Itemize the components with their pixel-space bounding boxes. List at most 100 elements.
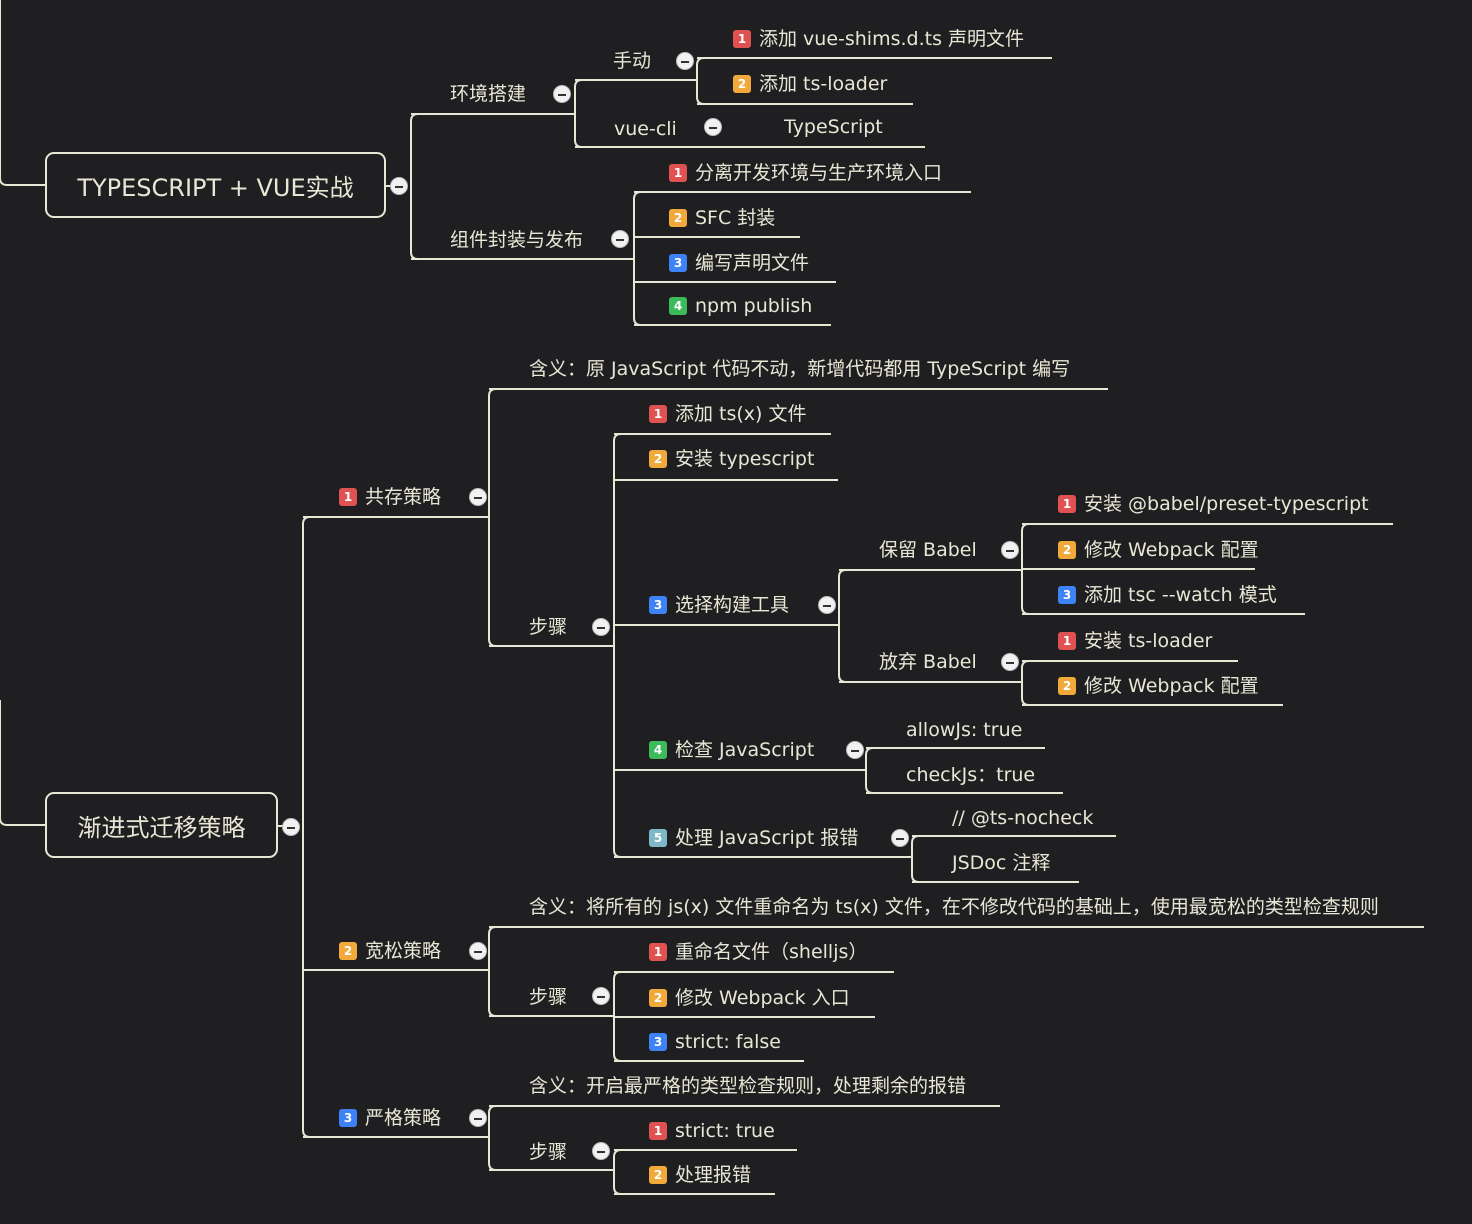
- node-coexist-steps[interactable]: 步骤: [529, 616, 568, 638]
- connector-line: [488, 388, 497, 397]
- node-env-setup[interactable]: 环境搭建: [450, 83, 527, 105]
- connector-line: [613, 1186, 622, 1195]
- collapse-toggle-icon[interactable]: [891, 829, 909, 847]
- node-keep-babel[interactable]: 保留 Babel: [879, 539, 977, 561]
- collapse-toggle-icon[interactable]: [1001, 653, 1019, 671]
- priority-2-icon: 2: [649, 989, 667, 1007]
- node-loose-steps[interactable]: 步骤: [529, 986, 568, 1008]
- priority-1-icon: 1: [1058, 632, 1076, 650]
- node-allowjs[interactable]: allowJs: true: [906, 719, 1023, 741]
- collapse-toggle-icon[interactable]: [553, 85, 571, 103]
- node-jsdoc[interactable]: JSDoc 注释: [952, 852, 1051, 874]
- collapse-toggle-icon[interactable]: [282, 818, 300, 836]
- connector-line: [488, 638, 497, 647]
- priority-3-icon: 3: [649, 596, 667, 614]
- collapse-toggle-icon[interactable]: [704, 118, 722, 136]
- node-drop-babel[interactable]: 放弃 Babel: [879, 651, 977, 673]
- collapse-toggle-icon[interactable]: [469, 1109, 487, 1127]
- connector-line: [1021, 523, 1030, 532]
- priority-1-icon: 1: [669, 164, 687, 182]
- connector-line: [488, 1008, 497, 1017]
- collapse-toggle-icon[interactable]: [846, 741, 864, 759]
- connector-line: [0, 0, 45, 186]
- node-coexist-meaning[interactable]: 含义：原 JavaScript 代码不动，新增代码都用 TypeScript 编…: [529, 358, 1071, 380]
- collapse-toggle-icon[interactable]: [1001, 541, 1019, 559]
- collapse-toggle-icon[interactable]: [611, 230, 629, 248]
- collapse-toggle-icon[interactable]: [469, 488, 487, 506]
- priority-2-icon: 2: [649, 1166, 667, 1184]
- connector-line: [633, 317, 642, 326]
- node-checkjs[interactable]: checkJs：true: [906, 764, 1036, 786]
- collapse-toggle-icon[interactable]: [592, 1142, 610, 1160]
- priority-1-icon: 1: [1058, 495, 1076, 513]
- connector-line: [613, 1149, 622, 1158]
- connector-line: [1021, 660, 1030, 669]
- connector-line: [911, 835, 920, 844]
- priority-5-icon: 5: [649, 829, 667, 847]
- node-loose-meaning[interactable]: 含义：将所有的 js(x) 文件重命名为 ts(x) 文件，在不修改代码的基础上…: [529, 896, 1379, 918]
- root-node-ts-vue[interactable]: TYPESCRIPT + VUE实战: [45, 152, 386, 218]
- collapse-toggle-icon[interactable]: [390, 177, 408, 195]
- connector-line: [0, 700, 45, 826]
- priority-2-icon: 2: [669, 209, 687, 227]
- priority-1-icon: 1: [339, 488, 357, 506]
- node-strict-meaning[interactable]: 含义：开启最严格的类型检查规则，处理剩余的报错: [529, 1075, 967, 1097]
- connector-line: [302, 1129, 311, 1138]
- priority-4-icon: 4: [649, 741, 667, 759]
- connector-line: [865, 747, 874, 756]
- node-manual[interactable]: 手动: [613, 50, 652, 72]
- collapse-toggle-icon[interactable]: [676, 52, 694, 70]
- connector-line: [410, 113, 419, 122]
- collapse-toggle-icon[interactable]: [592, 987, 610, 1005]
- priority-1-icon: 1: [649, 943, 667, 961]
- priority-4-icon: 4: [669, 297, 687, 315]
- priority-2-icon: 2: [1058, 541, 1076, 559]
- priority-2-icon: 2: [339, 942, 357, 960]
- priority-3-icon: 3: [649, 1033, 667, 1051]
- collapse-toggle-icon[interactable]: [818, 596, 836, 614]
- connector-line: [838, 569, 847, 578]
- collapse-toggle-icon[interactable]: [469, 942, 487, 960]
- connector-line: [488, 1162, 497, 1171]
- node-ts-nocheck[interactable]: // @ts-nocheck: [952, 807, 1094, 829]
- priority-2-icon: 2: [1058, 677, 1076, 695]
- connector-line: [410, 251, 419, 260]
- collapse-toggle-icon[interactable]: [592, 618, 610, 636]
- node-typescript[interactable]: TypeScript: [784, 116, 883, 138]
- root-node-migration[interactable]: 渐进式迁移策略: [45, 792, 278, 858]
- node-strict-steps[interactable]: 步骤: [529, 1141, 568, 1163]
- connector-line: [574, 139, 583, 148]
- priority-2-icon: 2: [649, 450, 667, 468]
- priority-1-icon: 1: [649, 405, 667, 423]
- connector-line: [696, 57, 705, 66]
- connector-line: [1021, 697, 1030, 706]
- priority-2-icon: 2: [733, 75, 751, 93]
- node-vue-cli[interactable]: vue-cli: [614, 118, 677, 140]
- node-component-publish[interactable]: 组件封装与发布: [450, 229, 584, 251]
